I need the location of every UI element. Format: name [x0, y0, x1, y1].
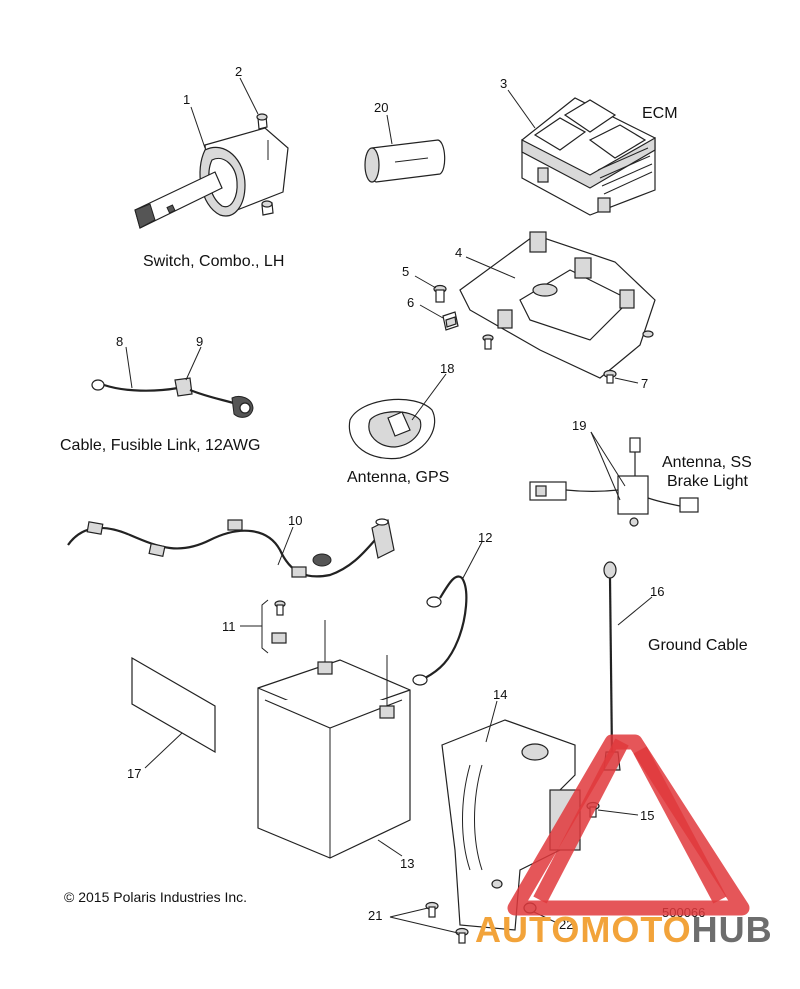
svg-text:AUTOMOTOHUB: AUTOMOTOHUB — [475, 909, 773, 950]
watermark-text-part2: HUB — [692, 909, 773, 950]
label-cable-fusible-link: Cable, Fusible Link, 12AWG — [60, 437, 260, 454]
callout-8: 8 — [116, 334, 123, 349]
callout-18: 18 — [440, 361, 454, 376]
callout-14: 14 — [493, 687, 507, 702]
battery-cable-part — [67, 518, 395, 578]
watermark-text-part1: AUTOMOTO — [475, 909, 692, 950]
shrink-tube-part — [364, 139, 446, 183]
clip-6-part — [442, 311, 459, 331]
callout-10: 10 — [288, 513, 302, 528]
combo-switch-part — [134, 113, 289, 229]
label-ecm: ECM — [642, 105, 678, 122]
callout-19: 19 — [572, 418, 586, 433]
bolt-5-part — [433, 284, 447, 303]
callout-21: 21 — [368, 908, 382, 923]
callout-7: 7 — [641, 376, 648, 391]
callout-12: 12 — [478, 530, 492, 545]
callout-13: 13 — [400, 856, 414, 871]
callout-5: 5 — [402, 264, 409, 279]
battery-cable-short-part — [412, 575, 468, 686]
bolt-nut-11-part — [240, 599, 287, 654]
callout-2: 2 — [235, 64, 242, 79]
callout-17: 17 — [127, 766, 141, 781]
callout-11: 11 — [222, 619, 236, 634]
callout-22: 22 — [559, 917, 573, 932]
ecm-part — [521, 97, 656, 216]
label-ground-cable: Ground Cable — [648, 637, 748, 654]
label-switch-combo: Switch, Combo., LH — [143, 253, 284, 270]
pad-17-part — [131, 656, 216, 754]
callout-4: 4 — [455, 245, 462, 260]
callout-16: 16 — [650, 584, 664, 599]
bolt-21-part — [425, 901, 469, 944]
battery-part — [257, 620, 411, 859]
antenna-gps-part — [348, 398, 436, 460]
callout-20: 20 — [374, 100, 388, 115]
callout-15: 15 — [640, 808, 654, 823]
ecm-bracket-part — [459, 231, 656, 379]
callout-1: 1 — [183, 92, 190, 107]
label-brake-light: Brake Light — [667, 473, 748, 490]
antenna-ss-part — [529, 437, 699, 527]
callout-6: 6 — [407, 295, 414, 310]
screw-7-part — [482, 330, 654, 384]
automotohub-watermark-logo: AUTOMOTOHUB — [475, 734, 773, 950]
label-antenna-ss: Antenna, SS — [662, 454, 752, 471]
label-antenna-gps: Antenna, GPS — [347, 469, 449, 486]
fusible-link-cable-part — [91, 377, 254, 418]
callout-9: 9 — [196, 334, 203, 349]
callout-3: 3 — [500, 76, 507, 91]
copyright-text: © 2015 Polaris Industries Inc. — [64, 889, 247, 905]
